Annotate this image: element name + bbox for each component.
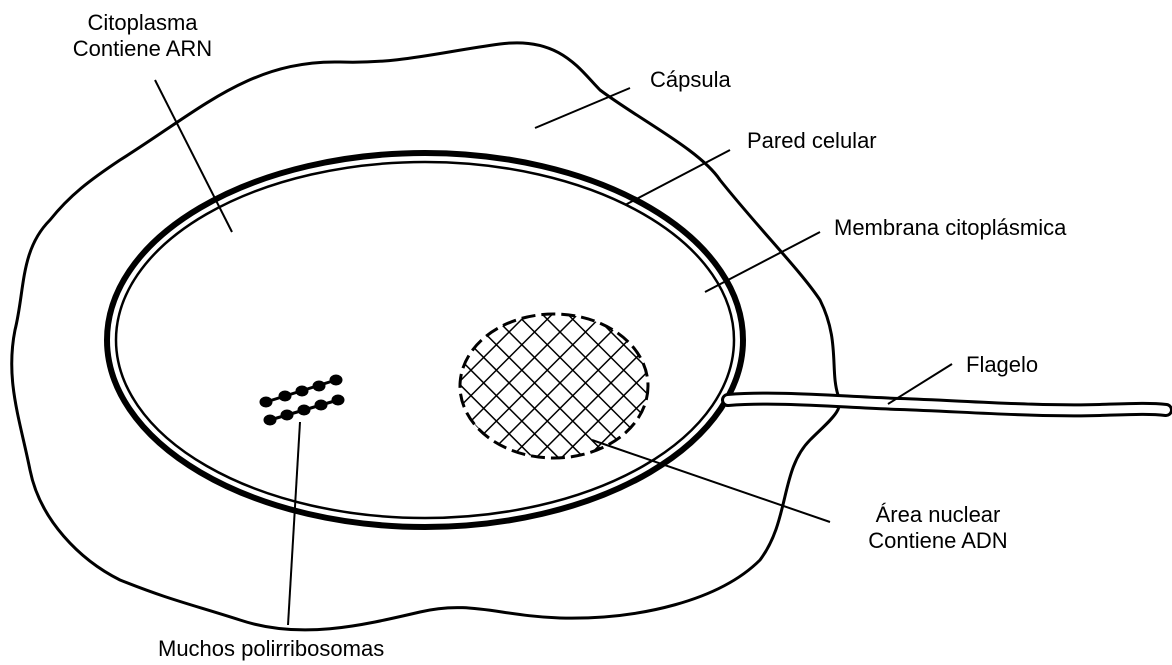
- leader-pared: [625, 150, 730, 205]
- nuclear-area: [460, 314, 648, 458]
- capsule-outline: [12, 43, 840, 630]
- cytoplasmic-membrane: [116, 162, 734, 518]
- leader-ribosomas: [288, 422, 300, 625]
- label-polirribosomas: Muchos polirribosomas: [158, 636, 384, 662]
- flagellum: [728, 399, 1166, 411]
- label-area-nuclear-line2: Contiene ADN: [858, 528, 1018, 554]
- leader-capsula: [535, 88, 630, 128]
- label-area-nuclear-line1: Área nuclear: [858, 502, 1018, 528]
- label-capsula: Cápsula: [650, 67, 731, 93]
- label-citoplasma: Citoplasma Contiene ARN: [60, 10, 225, 62]
- label-membrana-citoplasmica: Membrana citoplásmica: [834, 215, 1066, 241]
- label-citoplasma-line1: Citoplasma: [60, 10, 225, 36]
- cell-wall: [107, 153, 743, 527]
- label-area-nuclear: Área nuclear Contiene ADN: [858, 502, 1018, 554]
- label-citoplasma-line2: Contiene ARN: [60, 36, 225, 62]
- polyribosomes: [261, 376, 343, 424]
- leader-membrana: [705, 232, 820, 292]
- label-pared-celular: Pared celular: [747, 128, 877, 154]
- label-flagelo: Flagelo: [966, 352, 1038, 378]
